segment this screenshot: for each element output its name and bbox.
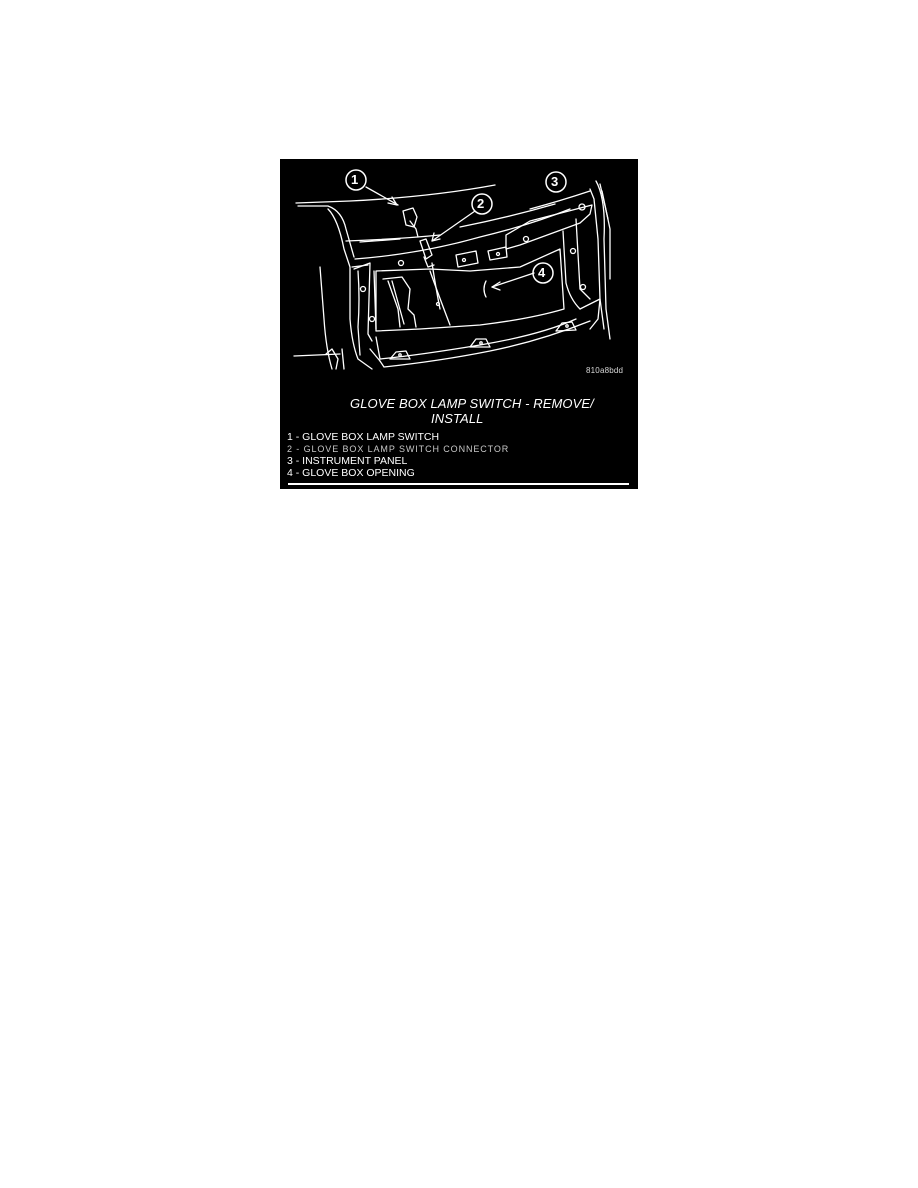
legend-item-2: 2 - GLOVE BOX LAMP SWITCH CONNECTOR <box>287 444 510 454</box>
instrument-panel-line-drawing <box>293 169 611 370</box>
image-code: 810a8bdd <box>586 366 624 375</box>
legend-divider <box>288 483 629 485</box>
glove-box-lamp-switch-figure: 1 2 3 4 810a8bdd GLOVE BOX LAMP SWITCH -… <box>280 159 638 489</box>
callout-1-number: 1 <box>351 172 359 187</box>
legend-item-3: 3 - INSTRUMENT PANEL <box>287 455 408 467</box>
callout-3-number: 3 <box>551 174 559 189</box>
callout-2-number: 2 <box>477 196 485 211</box>
figure-legend: 1 - GLOVE BOX LAMP SWITCH 2 - GLOVE BOX … <box>287 431 509 479</box>
figure-title-line2: INSTALL <box>431 411 484 426</box>
legend-item-4: 4 - GLOVE BOX OPENING <box>287 467 415 479</box>
legend-item-1: 1 - GLOVE BOX LAMP SWITCH <box>287 431 440 443</box>
callout-4-number: 4 <box>538 265 546 280</box>
figure-title-line1: GLOVE BOX LAMP SWITCH - REMOVE/ <box>350 396 594 411</box>
figure-title: GLOVE BOX LAMP SWITCH - REMOVE/ INSTALL <box>350 396 630 426</box>
